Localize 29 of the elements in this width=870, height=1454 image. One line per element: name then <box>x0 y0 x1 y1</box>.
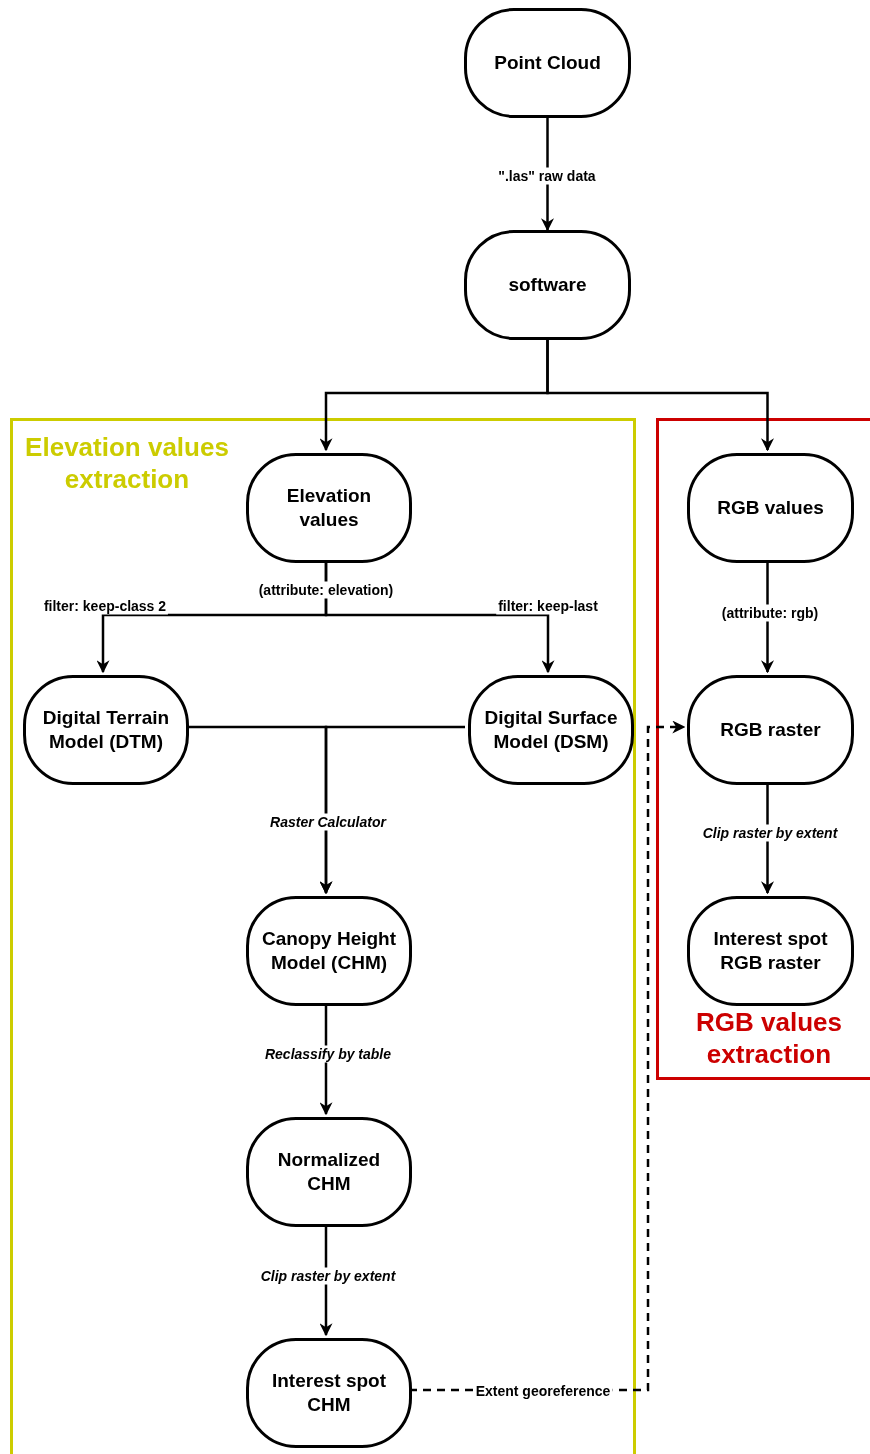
group-title: RGB values extraction <box>695 1006 843 1070</box>
edge-label: Clip raster by extent <box>258 1267 398 1285</box>
arrow <box>319 725 465 895</box>
process-box: software <box>464 230 631 340</box>
arrow <box>324 560 555 674</box>
process-box: Interest spot RGB raster <box>687 896 854 1006</box>
edge-label: (attribute: rgb) <box>719 604 821 622</box>
edge-label: Extent georeference <box>473 1382 613 1400</box>
edge-label: Reclassify by table <box>262 1045 394 1063</box>
branch-note: (attribute: elevation) <box>256 581 396 599</box>
arrow <box>541 118 554 232</box>
process-box: Digital Terrain Model (DTM) <box>23 675 189 785</box>
edge-label: filter: keep-last <box>496 597 600 615</box>
edge-label: Clip raster by extent <box>700 824 840 842</box>
edge-label: filter: keep-class 2 <box>41 597 169 615</box>
process-box: Interest spot CHM <box>246 1338 412 1448</box>
edge-label: Raster Calculator <box>268 813 388 831</box>
process-box: Canopy Height Model (CHM) <box>246 896 412 1006</box>
edge-label: ".las" raw data <box>496 167 598 185</box>
process-box: Normalized CHM <box>246 1117 412 1227</box>
process-box: Digital Surface Model (DSM) <box>468 675 634 785</box>
group-frame <box>656 418 870 1080</box>
group-frame <box>10 418 636 1454</box>
process-box: RGB values <box>687 453 854 563</box>
process-box: Elevation values <box>246 453 412 563</box>
process-box: Point Cloud <box>464 8 631 118</box>
arrow <box>546 340 774 452</box>
process-box: RGB raster <box>687 675 854 785</box>
group-title: Elevation values extraction <box>24 431 230 495</box>
